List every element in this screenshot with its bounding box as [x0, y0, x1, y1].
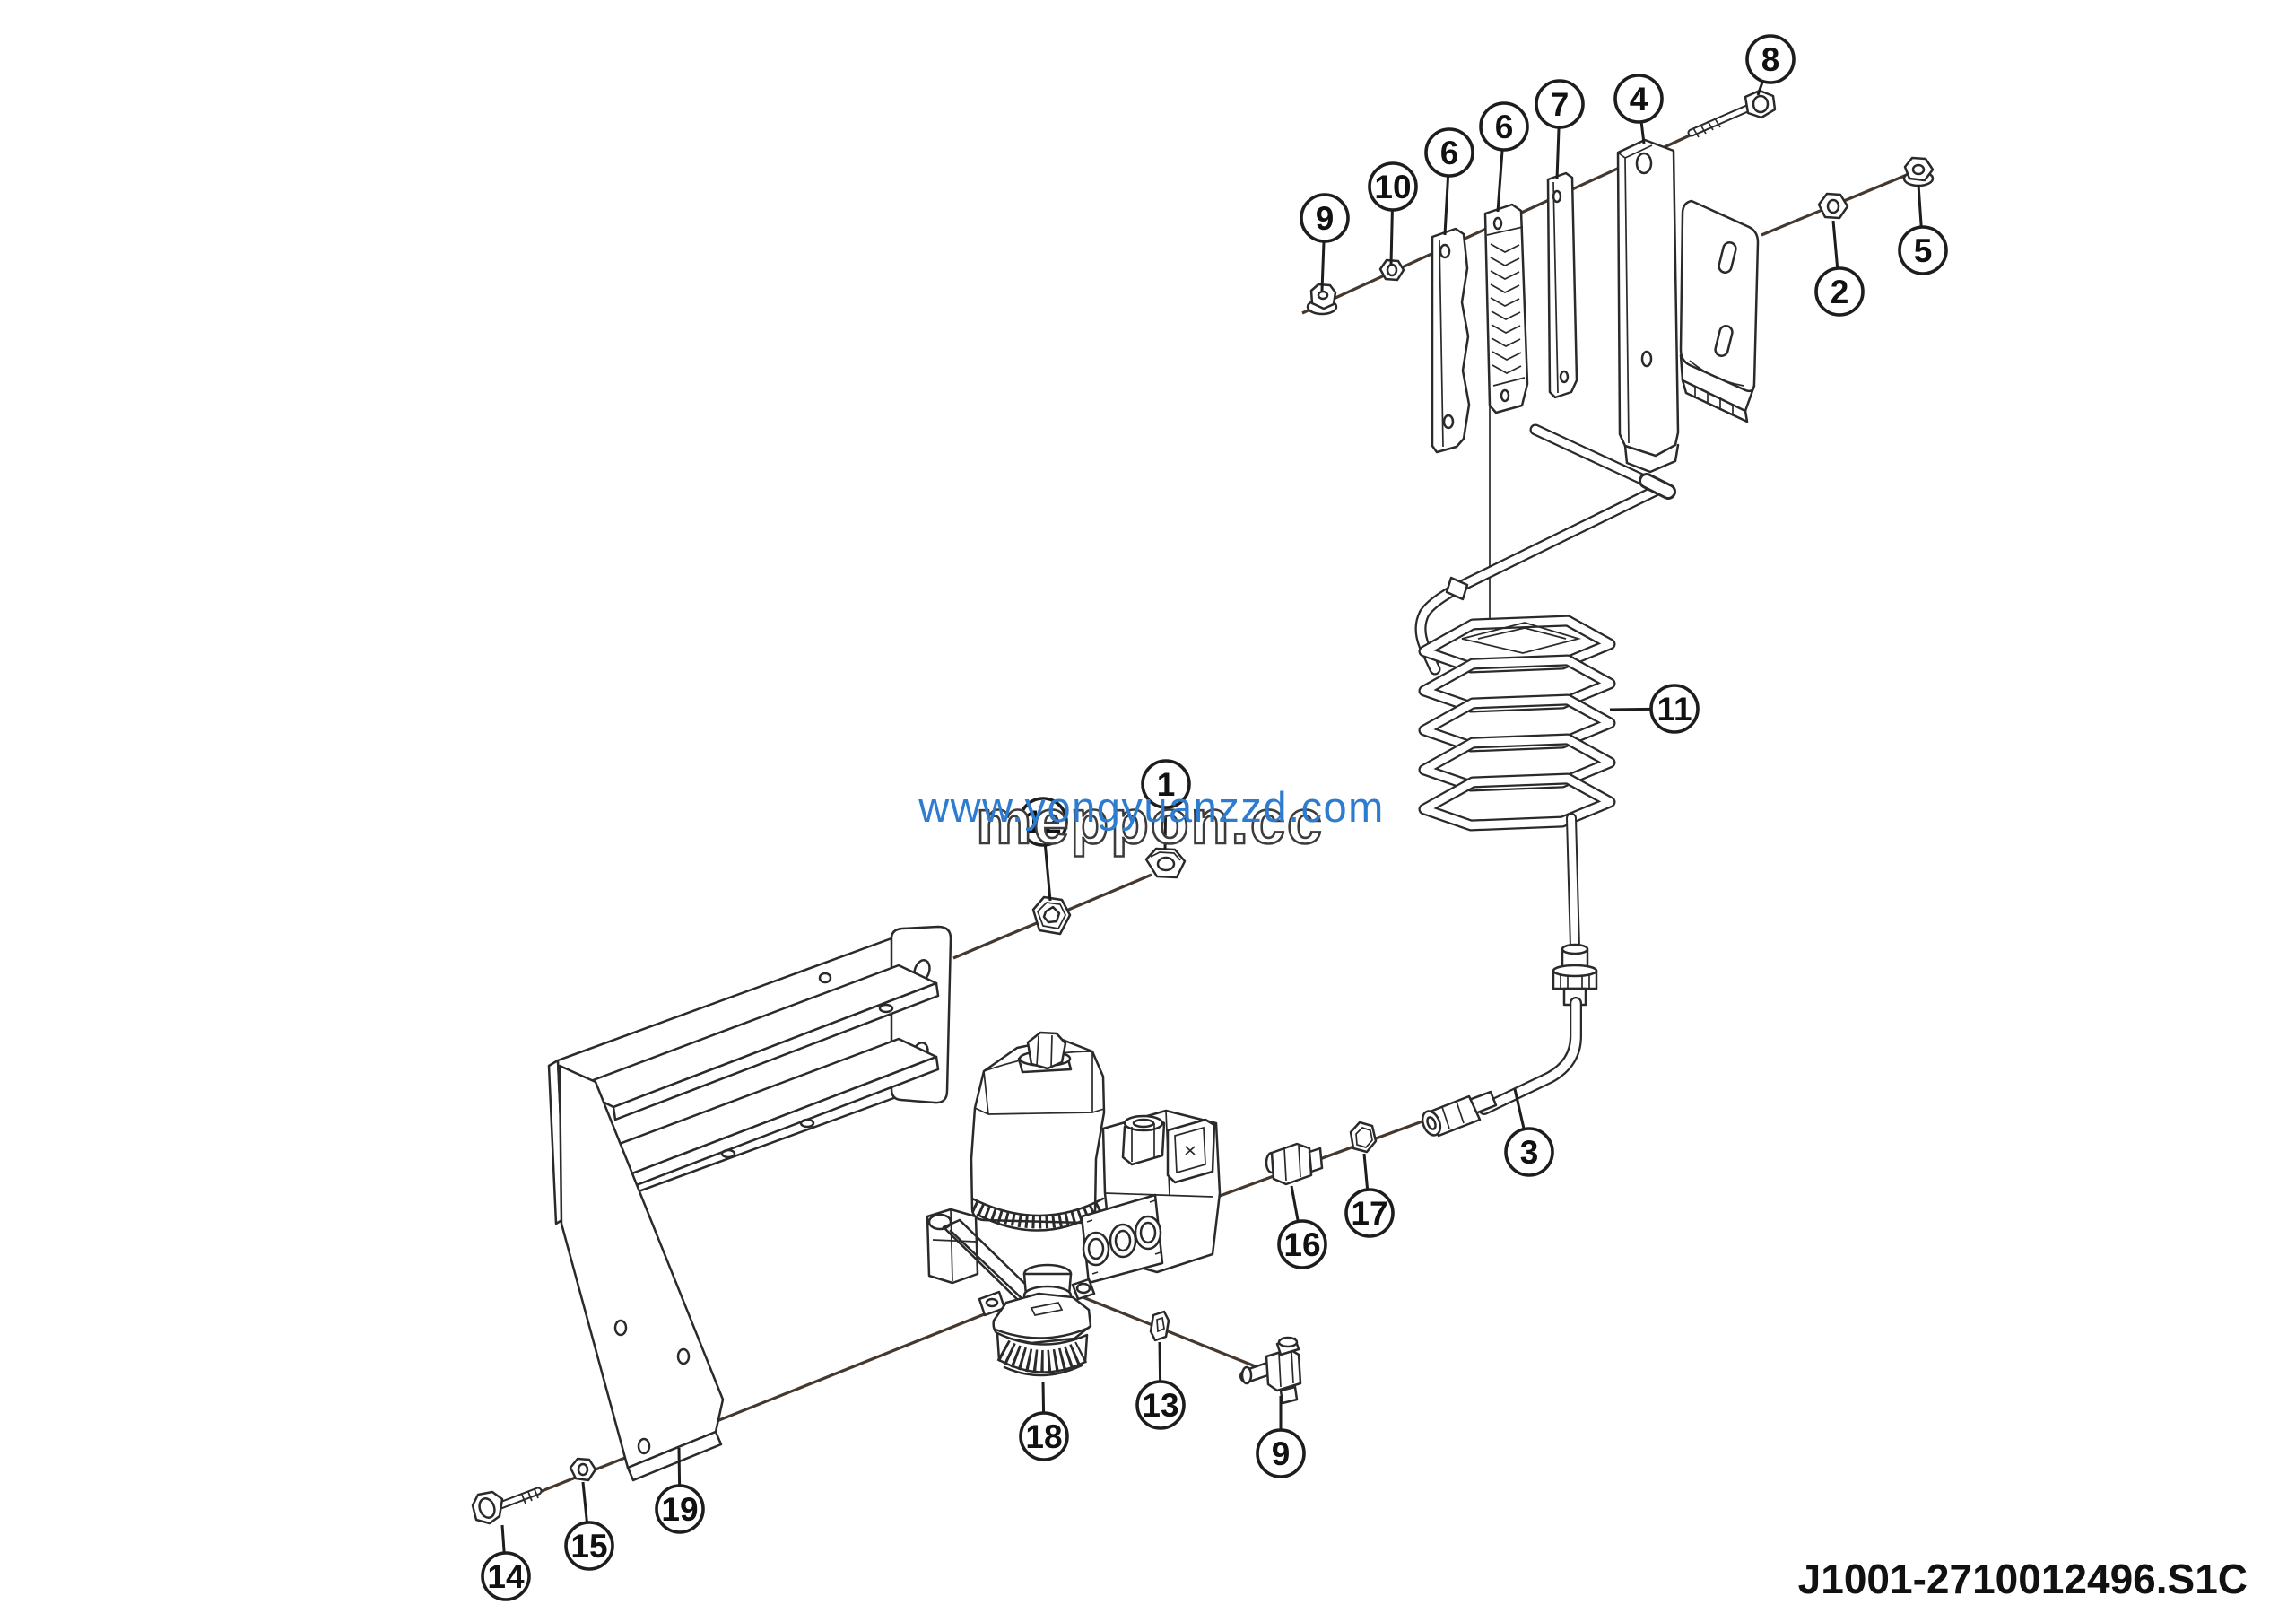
small-hex-nut: [569, 1457, 597, 1482]
svg-text:14: 14: [487, 1558, 525, 1595]
svg-text:11: 11: [1657, 691, 1692, 728]
watermark-brand: meppon.cc: [976, 787, 1324, 857]
part-code: J1001-2710012496.S1C: [1798, 1556, 2248, 1602]
clamp-flange-nut: [1306, 283, 1338, 316]
callout-4: 4: [1613, 74, 1664, 144]
svg-text:4: 4: [1630, 81, 1648, 118]
callout-6: 6: [1479, 101, 1529, 213]
flange-nut-upper: [1902, 156, 1935, 187]
svg-text:13: 13: [1142, 1387, 1178, 1424]
callout-7: 7: [1535, 79, 1585, 180]
svg-text:9: 9: [1316, 200, 1335, 237]
callout-13: 13: [1135, 1341, 1186, 1430]
svg-text:19: 19: [661, 1491, 698, 1528]
callout-15: 15: [564, 1481, 614, 1571]
callout-19: 19: [655, 1447, 705, 1534]
hex-nut-large: [1144, 847, 1187, 879]
callout-18: 18: [1019, 1381, 1069, 1461]
callout-8: 8: [1745, 34, 1796, 96]
callout-1: 1: [1141, 759, 1191, 851]
slotted-bracket: [1679, 199, 1760, 423]
clamp-band: [970, 1199, 1105, 1229]
top-hex-plug: [1026, 1031, 1067, 1070]
pipe-top-fitting: [1552, 943, 1598, 1007]
hex-bolt-long: [1687, 89, 1777, 138]
svg-text:18: 18: [1025, 1418, 1062, 1455]
elbow-fitting: [1239, 1336, 1302, 1405]
coiled-pipe: [1414, 423, 1676, 953]
svg-text:6: 6: [1440, 135, 1459, 171]
svg-text:7: 7: [1551, 86, 1570, 123]
seal-washer: [1149, 1310, 1170, 1342]
hex-bolt-short: [471, 1487, 543, 1525]
hex-nipple-fitting: [1265, 1142, 1324, 1186]
callout-2: 2: [1814, 220, 1865, 317]
svg-text:15: 15: [570, 1528, 607, 1565]
svg-text:3: 3: [1520, 1134, 1539, 1171]
main-mounting-bracket: [547, 925, 952, 1482]
svg-text:2: 2: [1831, 274, 1849, 310]
callout-14: 14: [481, 1524, 531, 1601]
svg-text:16: 16: [1283, 1226, 1320, 1263]
jam-nut-upper: [1817, 192, 1849, 220]
svg-text:8: 8: [1761, 41, 1780, 78]
governor-arm: [942, 1218, 1033, 1304]
outlet-boss: [1071, 1278, 1096, 1301]
svg-text:5: 5: [1914, 232, 1933, 269]
clamp-strip-serrated: [1483, 203, 1529, 414]
jam-nut-lower: [1031, 895, 1072, 936]
callout-9: 9: [1300, 193, 1350, 292]
callout-10: 10: [1368, 161, 1418, 266]
callout-6: 6: [1424, 127, 1474, 236]
svg-text:10: 10: [1374, 169, 1411, 205]
svg-text:9: 9: [1272, 1435, 1291, 1472]
rod-clip: [1445, 576, 1469, 601]
callout-12: 12: [1018, 797, 1068, 902]
callout-17: 17: [1344, 1153, 1395, 1238]
callout-11: 11: [1609, 684, 1700, 734]
hex-washer: [1349, 1121, 1378, 1154]
clamp-strip-flat: [1546, 171, 1578, 399]
callout-3: 3: [1504, 1088, 1554, 1177]
callout-5: 5: [1898, 184, 1948, 275]
clamp-strip-plain: [1431, 227, 1471, 454]
tall-bracket: [1616, 138, 1680, 474]
callout-16: 16: [1277, 1185, 1327, 1269]
watermark-url: www.yongyuanzzd.com: [918, 783, 1385, 831]
exhaust-silencer-cap: [992, 1292, 1092, 1377]
svg-text:12: 12: [1024, 804, 1061, 841]
svg-text:17: 17: [1351, 1195, 1387, 1232]
callout-9: 9: [1256, 1396, 1306, 1478]
air-dryer-assembly: [926, 1031, 1222, 1377]
svg-text:1: 1: [1157, 766, 1176, 803]
svg-text:6: 6: [1495, 109, 1514, 145]
bent-pipe: [1421, 997, 1582, 1138]
